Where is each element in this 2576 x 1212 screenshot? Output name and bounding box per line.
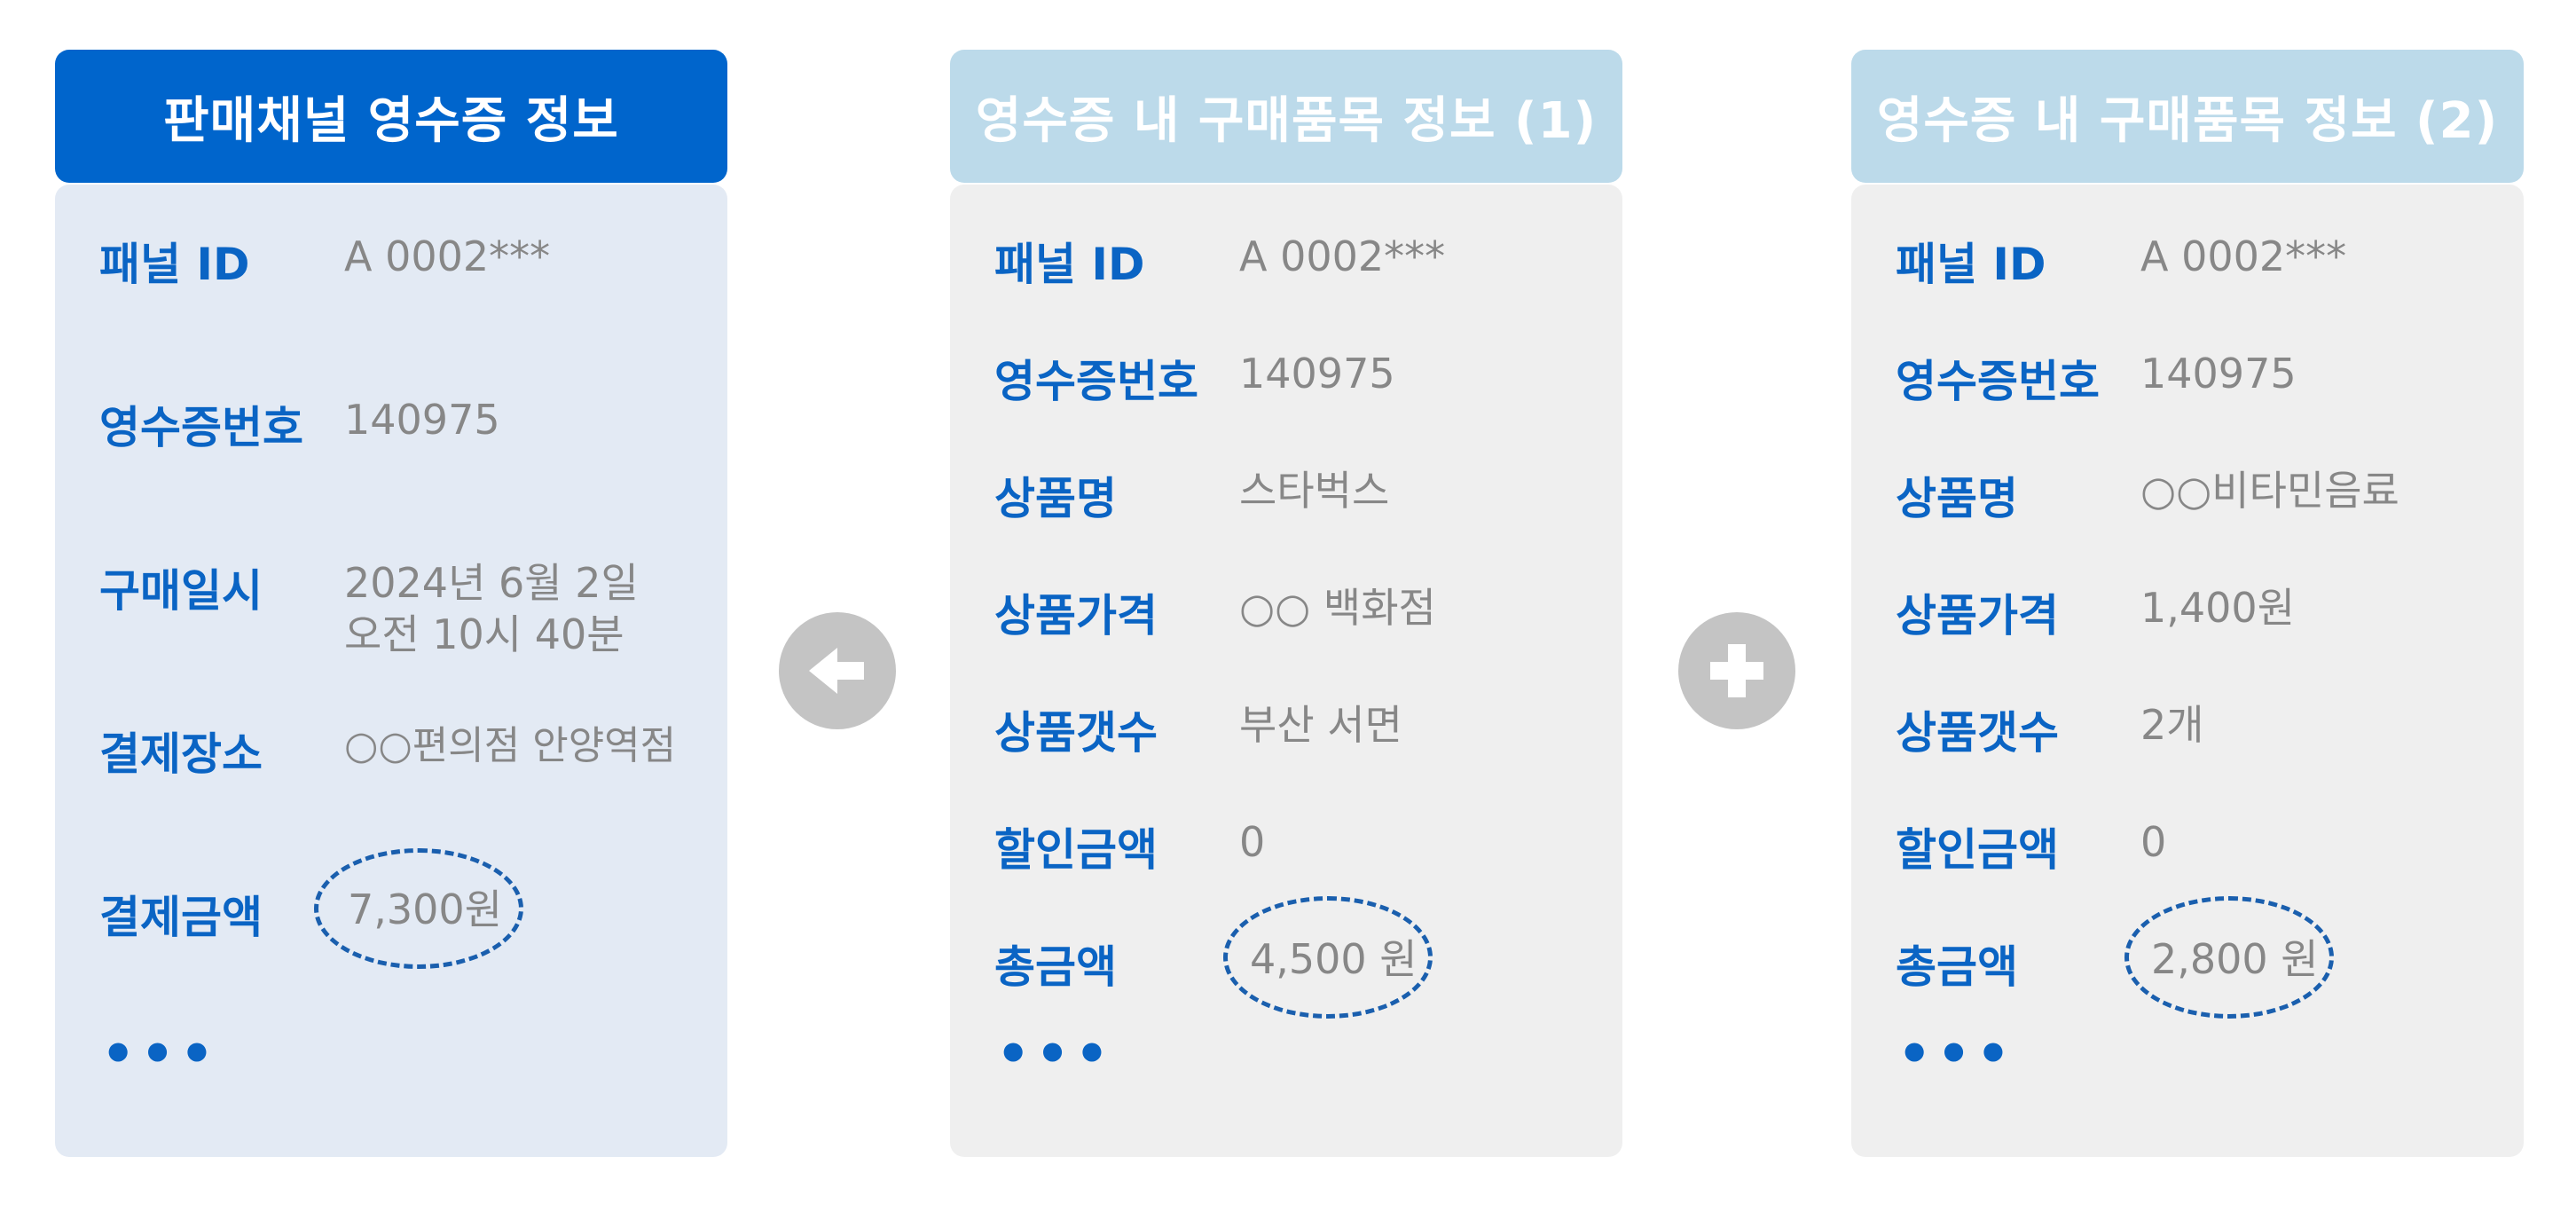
card-title: 판매채널 영수증 정보 <box>55 50 727 183</box>
more-ellipsis: ••• <box>101 1023 220 1085</box>
row-label: 총금액 <box>1896 941 2018 993</box>
receipt-item-card-1: 영수증 내 구매품목 정보 (1) 패널 ID A 0002*** 영수증번호 … <box>950 50 1622 1157</box>
row-value: 0 <box>1239 818 1266 866</box>
highlight-ellipse <box>314 848 523 969</box>
row-label: 영수증번호 <box>99 402 303 453</box>
highlight-ellipse <box>2124 896 2334 1019</box>
row-value: 2개 <box>2140 701 2204 749</box>
card-title: 영수증 내 구매품목 정보 (2) <box>1851 50 2524 183</box>
row-label: 결제장소 <box>99 728 263 780</box>
row-label: 패널 ID <box>99 239 250 290</box>
row-label: 총금액 <box>994 941 1117 993</box>
plus-icon <box>1678 612 1795 729</box>
row-value: A 0002*** <box>2140 232 2347 280</box>
row-label: 상품가격 <box>994 590 1158 641</box>
row-label: 구매일시 <box>99 565 263 617</box>
row-value: 140975 <box>1239 350 1395 397</box>
row-value: ○○ 백화점 <box>1239 584 1436 632</box>
row-value: ○○비타민음료 <box>2140 467 2399 515</box>
row-value: 140975 <box>2140 350 2297 397</box>
row-label: 할인금액 <box>994 824 1158 876</box>
card-title: 영수증 내 구매품목 정보 (1) <box>950 50 1622 183</box>
arrow-left-icon <box>779 612 896 729</box>
row-value: 2024년 6월 2일 오전 10시 40분 <box>344 559 639 658</box>
row-label: 결제금액 <box>99 892 263 943</box>
row-value: 0 <box>2140 818 2167 866</box>
row-label: 상품갯수 <box>1896 707 2059 759</box>
card-body: 패널 ID A 0002*** 영수증번호 140975 구매일시 2024년 … <box>55 185 727 1157</box>
row-label: 상품갯수 <box>994 707 1158 759</box>
row-label: 상품가격 <box>1896 590 2059 641</box>
row-label: 영수증번호 <box>1896 356 2100 407</box>
more-ellipsis: ••• <box>1897 1023 2016 1085</box>
card-body: 패널 ID A 0002*** 영수증번호 140975 상품명 스타벅스 상품… <box>950 185 1622 1157</box>
row-value: ○○편의점 안양역점 <box>344 723 677 768</box>
highlight-ellipse <box>1223 896 1433 1019</box>
receipt-item-card-2: 영수증 내 구매품목 정보 (2) 패널 ID A 0002*** 영수증번호 … <box>1851 50 2524 1157</box>
row-value: 140975 <box>344 396 500 444</box>
row-label: 영수증번호 <box>994 356 1198 407</box>
sales-receipt-card: 판매채널 영수증 정보 패널 ID A 0002*** 영수증번호 140975… <box>55 50 727 1157</box>
row-label: 패널 ID <box>994 239 1145 290</box>
row-value: 스타벅스 <box>1239 467 1390 515</box>
row-label: 패널 ID <box>1896 239 2046 290</box>
row-label: 할인금액 <box>1896 824 2059 876</box>
row-value: 부산 서면 <box>1239 701 1402 749</box>
row-value: A 0002*** <box>1239 232 1446 280</box>
row-label: 상품명 <box>1896 473 2018 524</box>
row-label: 상품명 <box>994 473 1117 524</box>
card-body: 패널 ID A 0002*** 영수증번호 140975 상품명 ○○비타민음료… <box>1851 185 2524 1157</box>
row-value: 1,400원 <box>2140 584 2296 632</box>
more-ellipsis: ••• <box>996 1023 1115 1085</box>
row-value: A 0002*** <box>344 232 551 280</box>
